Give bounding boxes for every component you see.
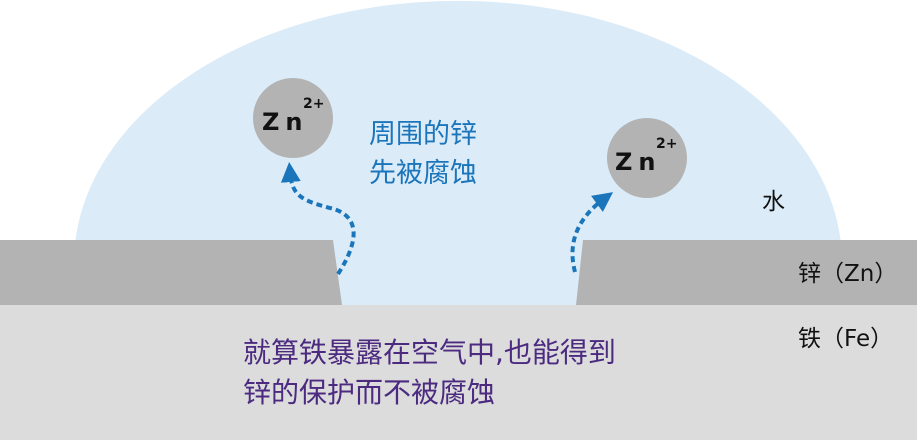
zinc-layer-left	[0, 240, 342, 305]
ion-charge: 2+	[303, 96, 324, 112]
zinc-layer-right	[576, 240, 917, 305]
iron-label: 铁（Fe）	[798, 326, 893, 352]
protection-note-line2: 锌的保护而不被腐蚀	[243, 376, 495, 409]
protection-note-line1: 就算铁暴露在空气中,也能得到	[243, 336, 616, 369]
zinc-ion-left: Zn 2+	[253, 78, 333, 158]
dissolution-arrow-right	[570, 192, 614, 273]
iron-layer	[0, 305, 917, 440]
zinc-ion-right: Zn 2+	[607, 118, 687, 198]
corrosion-note-line2: 先被腐蚀	[369, 158, 477, 189]
ion-symbol: Zn	[615, 148, 662, 176]
ion-symbol: Zn	[262, 108, 309, 136]
water-label: 水	[762, 189, 785, 215]
water-droplet	[74, 0, 843, 305]
zinc-label: 锌（Zn）	[798, 261, 897, 287]
ion-charge: 2+	[656, 136, 677, 152]
dissolution-arrow-left	[280, 162, 356, 276]
corrosion-note-line1: 周围的锌	[369, 119, 477, 150]
